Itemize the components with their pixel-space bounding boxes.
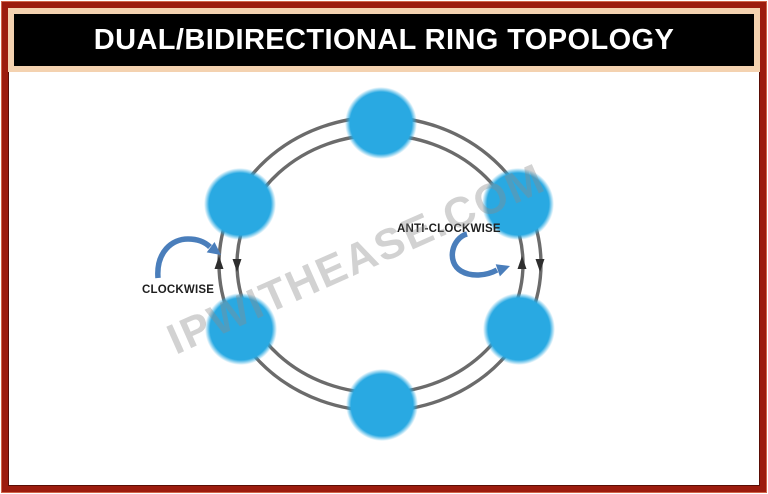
anticlockwise-callout-arrow-icon [449,231,510,278]
clockwise-label: CLOCKWISE [142,284,214,296]
title-band: DUAL/BIDIRECTIONAL RING TOPOLOGY [8,8,760,72]
diagram-canvas: CLOCKWISE ANTI-CLOCKWISE IPWITHEASE.COM [8,72,760,486]
inner-ring-anticlockwise-down-arrow-icon [232,259,242,272]
title-bar: DUAL/BIDIRECTIONAL RING TOPOLOGY [14,14,754,66]
outer-ring-clockwise-down-arrow-icon [535,259,545,272]
ring-node-lower-left [205,293,277,365]
anticlockwise-label: ANTI-CLOCKWISE [397,223,501,235]
inner-ring-anticlockwise-up-arrow-icon [517,256,527,269]
ring-node-top [345,87,417,159]
outer-ring-clockwise-up-arrow-icon [214,256,224,269]
clockwise-callout-arrow-icon [155,236,221,279]
ring-node-bottom [346,369,418,441]
ring-node-upper-right [482,168,554,240]
page-title: DUAL/BIDIRECTIONAL RING TOPOLOGY [93,23,675,56]
ring-node-lower-right [483,293,555,365]
ring-topology-diagram: CLOCKWISE ANTI-CLOCKWISE IPWITHEASE.COM [142,87,555,441]
ring-nodes [204,87,555,441]
ring-node-upper-left [204,168,276,240]
